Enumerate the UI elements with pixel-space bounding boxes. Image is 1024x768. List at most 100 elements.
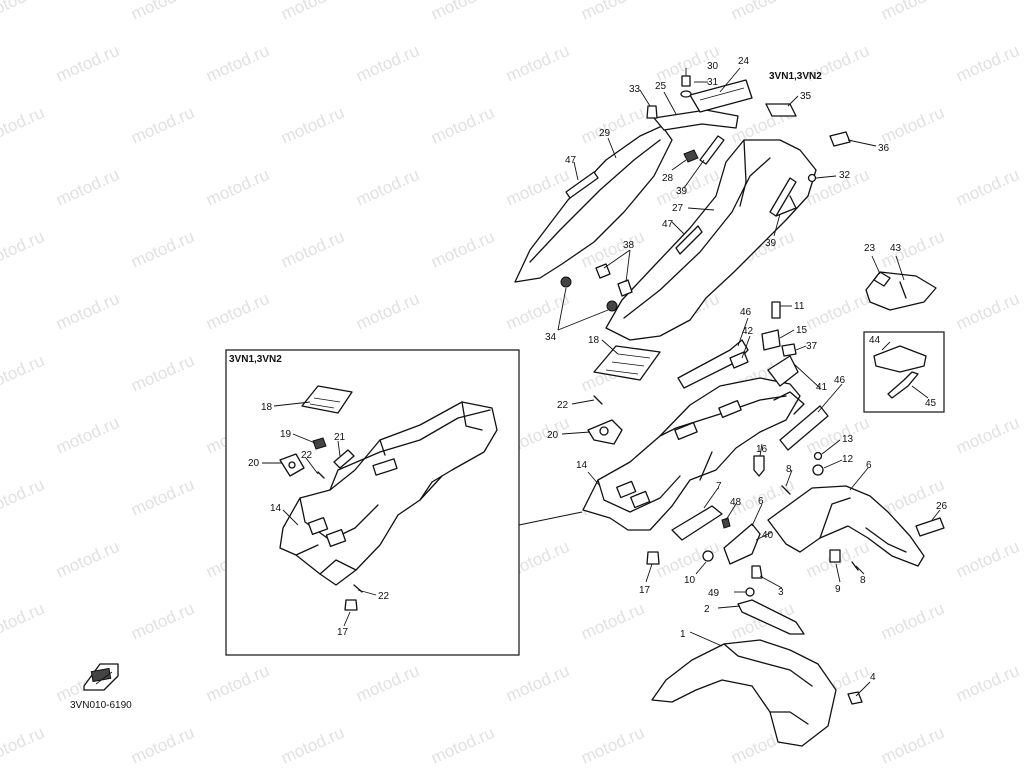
callout-49: 49 [708, 588, 720, 599]
inset-callout-19: 19 [280, 429, 292, 440]
bracket-46-b [779, 405, 829, 451]
pad-35 [765, 103, 797, 117]
part-45 [887, 371, 919, 399]
callout-9: 9 [835, 584, 841, 595]
front-fender-assembly [651, 639, 863, 747]
damper-28 [683, 149, 699, 163]
callout-29: 29 [599, 128, 611, 139]
watermark-text: motod.ru [53, 537, 122, 582]
part-44-45-frame [863, 331, 945, 413]
bolt-11 [771, 301, 781, 319]
license-bracket-6 [767, 485, 925, 567]
watermark-text: motod.ru [128, 0, 197, 24]
callout-6-a: 6 [866, 460, 872, 471]
watermark-text: motod.ru [128, 723, 197, 768]
grommet-12 [812, 464, 824, 476]
callout-6-b: 6 [758, 496, 764, 507]
emblem-47-b [675, 225, 703, 255]
stay-2 [737, 599, 805, 635]
watermark-text: motod.ru [953, 661, 1022, 706]
bracket-46-a [677, 339, 749, 389]
watermark-text: motod.ru [353, 165, 422, 210]
plate-18 [593, 345, 661, 381]
callout-10: 10 [684, 575, 696, 586]
tail-piece-24 [689, 79, 753, 113]
inset-callout-18: 18 [261, 402, 273, 413]
callout-47-a: 47 [565, 155, 577, 166]
part-23 [873, 271, 891, 287]
callout-46-a: 46 [740, 307, 752, 318]
leader-lines [557, 67, 941, 697]
callout-45: 45 [925, 398, 937, 409]
washer-13 [813, 451, 823, 461]
callout-14: 14 [576, 460, 588, 471]
watermark-text: motod.ru [503, 165, 572, 210]
watermark-text: motod.ru [353, 289, 422, 334]
inset-diagram: 3VN1,3VN2 [225, 349, 583, 656]
watermark-text: motod.ru [0, 227, 47, 272]
watermark-text: motod.ru [53, 165, 122, 210]
callout-36: 36 [878, 143, 890, 154]
callout-34: 34 [545, 332, 557, 343]
watermark-text: motod.ru [878, 0, 947, 24]
screw-22 [593, 395, 603, 405]
inset-clip-19 [312, 437, 327, 450]
footer-block: 3VN010-6190 [70, 663, 132, 711]
callout-43: 43 [890, 243, 902, 254]
inset-callout-22a: 22 [301, 450, 313, 461]
front-fender-1 [651, 639, 837, 747]
washer-49 [745, 587, 755, 597]
watermark-text: motod.ru [203, 41, 272, 86]
reflector-26 [915, 517, 945, 537]
grommet-34-a [560, 276, 572, 288]
callout-17: 17 [639, 585, 651, 596]
inset-callout-14: 14 [270, 503, 282, 514]
inset-rear-fender [279, 401, 498, 586]
callout-23: 23 [864, 243, 876, 254]
bolt-30 [681, 75, 691, 87]
screw-8-b [851, 561, 859, 571]
callout-11: 11 [794, 301, 805, 312]
bolt-3 [751, 565, 763, 579]
callout-47-b: 47 [662, 219, 674, 230]
watermark-text: motod.ru [278, 723, 347, 768]
rear-fender-assembly [582, 301, 829, 565]
callout-13: 13 [842, 434, 854, 445]
callout-37: 37 [806, 341, 818, 352]
watermark-text: motod.ru [578, 599, 647, 644]
pad-42 [729, 351, 749, 369]
watermark-text: motod.ru [953, 41, 1022, 86]
watermark-text: motod.ru [803, 289, 872, 334]
inset-connector-line [518, 511, 583, 526]
bracket-41 [767, 355, 799, 387]
callout-22: 22 [557, 400, 569, 411]
watermark-text: motod.ru [0, 0, 47, 24]
watermark-text: motod.ru [353, 41, 422, 86]
tape-39-a [699, 135, 725, 165]
watermark-text: motod.ru [128, 599, 197, 644]
watermark-text: motod.ru [878, 599, 947, 644]
watermark-text: motod.ru [428, 227, 497, 272]
callout-7: 7 [716, 481, 722, 492]
nut-32 [807, 173, 817, 183]
watermark-text: motod.ru [0, 103, 47, 148]
pad-36 [829, 131, 851, 147]
callout-16: 16 [756, 444, 768, 455]
tape-39-b [769, 177, 797, 217]
watermark-text: motod.ru [578, 723, 647, 768]
watermark-text: motod.ru [428, 103, 497, 148]
watermark-text: motod.ru [503, 661, 572, 706]
watermark-text: motod.ru [878, 103, 947, 148]
watermark-text: motod.ru [0, 351, 47, 396]
grab-bar-25 [653, 109, 739, 131]
callout-30: 30 [707, 61, 719, 72]
callout-2: 2 [704, 604, 710, 615]
watermark-text: motod.ru [878, 723, 947, 768]
callout-41: 41 [816, 382, 828, 393]
reflector-16 [753, 455, 765, 477]
callout-32: 32 [839, 170, 851, 181]
part-35-variant-label: 3VN1,3VN2 [769, 71, 822, 82]
callout-40: 40 [762, 530, 774, 541]
side-cover-29 [514, 125, 673, 283]
